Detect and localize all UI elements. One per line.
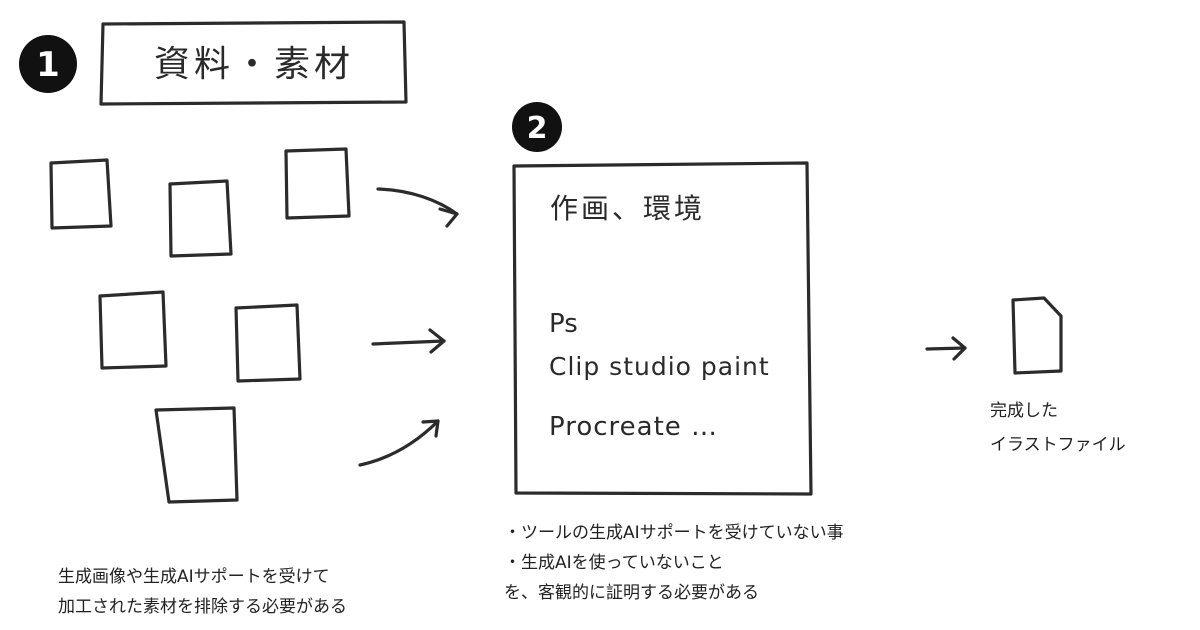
step2-number: 2 xyxy=(527,111,548,146)
step2-environment-box: 作画、環境 Ps Clip studio paint Procreate … xyxy=(512,161,813,496)
caption-line: ・ツールの生成AIサポートを受けていない事 xyxy=(504,523,844,543)
step1-badge: 1 xyxy=(19,35,77,93)
arrow-icon xyxy=(358,419,440,467)
material-page xyxy=(234,303,302,383)
caption-line: 完成した xyxy=(990,401,1058,421)
tool-item: Procreate … xyxy=(549,412,718,442)
material-page xyxy=(168,179,233,258)
arrow-icon xyxy=(371,339,446,346)
arrows-to-step2 xyxy=(358,187,459,467)
tool-item: Ps xyxy=(549,309,578,339)
caption-line: イラストファイル xyxy=(990,435,1126,455)
material-page xyxy=(284,147,351,220)
result-caption: 完成した イラストファイル xyxy=(990,394,1126,462)
step1-title-box: 資料・素材 xyxy=(99,20,408,106)
arrow-icon xyxy=(376,187,459,216)
arrow-icon xyxy=(925,346,967,351)
caption-line: ・生成AIを使っていないこと xyxy=(504,553,724,573)
caption-line: 生成画像や生成AIサポートを受けて xyxy=(58,567,330,587)
caption-line: 加工された素材を排除する必要がある xyxy=(58,597,347,617)
step2-badge: 2 xyxy=(512,102,562,152)
step1-caption: 生成画像や生成AIサポートを受けて 加工された素材を排除する必要がある xyxy=(58,562,347,622)
result-file-icon xyxy=(1011,296,1063,375)
material-page xyxy=(98,290,168,370)
step1-title: 資料・素材 xyxy=(154,44,354,85)
tool-item: Clip studio paint xyxy=(549,352,770,381)
caption-line: を、客観的に証明する必要がある xyxy=(504,583,759,603)
material-page xyxy=(49,158,113,230)
material-page xyxy=(154,406,239,504)
material-pages xyxy=(49,147,351,504)
step2-title: 作画、環境 xyxy=(550,192,705,225)
step2-caption: ・ツールの生成AIサポートを受けていない事 ・生成AIを使っていないこと を、客… xyxy=(504,518,844,608)
step1-number: 1 xyxy=(36,45,60,85)
